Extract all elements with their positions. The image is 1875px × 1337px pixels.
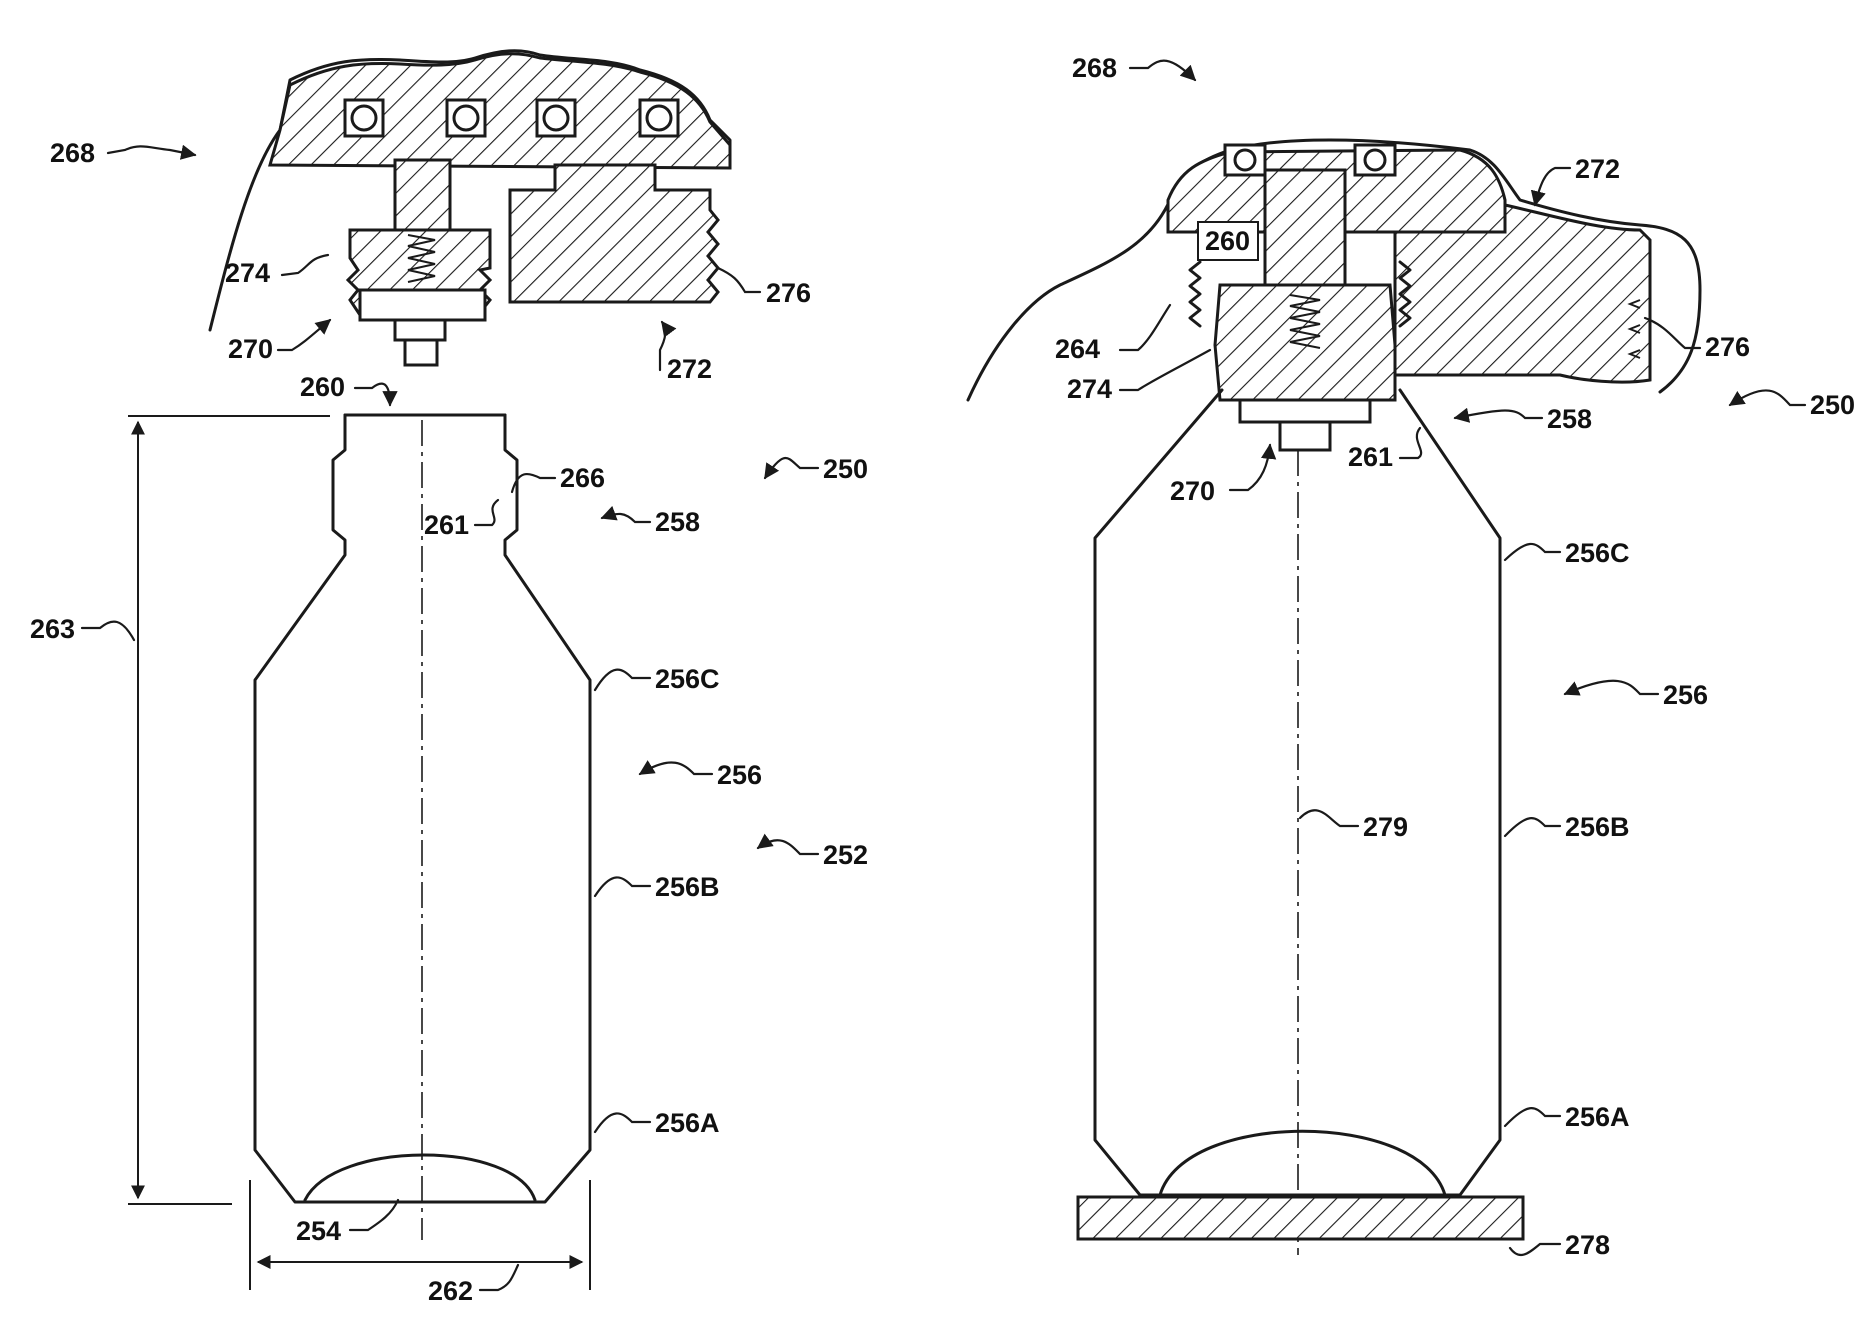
right-label-278: 278: [1565, 1230, 1610, 1260]
right-leader-272: [1535, 168, 1570, 205]
right-label-256C: 256C: [1565, 538, 1630, 568]
right-label-264: 264: [1055, 334, 1100, 364]
right-leader-264: [1120, 305, 1170, 350]
left-label-252: 252: [823, 840, 868, 870]
right-leader-256A: [1505, 1108, 1560, 1126]
right-label-276: 276: [1705, 332, 1750, 362]
left-leader-268: [108, 146, 195, 155]
right-leader-270: [1230, 445, 1270, 490]
left-valve-stem: [395, 320, 445, 340]
left-leader-276: [718, 268, 760, 292]
left-leader-274: [282, 255, 328, 275]
left-cap: [510, 165, 718, 302]
left-leader-252: [758, 840, 818, 854]
left-label-256B: 256B: [655, 872, 720, 902]
right-label-274: 274: [1067, 374, 1112, 404]
left-label-276: 276: [766, 278, 811, 308]
left-label-263: 263: [30, 614, 75, 644]
right-label-260: 260: [1205, 226, 1250, 256]
right-leader-279: [1300, 810, 1358, 826]
left-leader-256A: [595, 1113, 650, 1132]
right-leader-256C: [1505, 544, 1560, 560]
left-label-262: 262: [428, 1276, 473, 1306]
left-valve-body: [360, 290, 485, 320]
right-label-258: 258: [1547, 404, 1592, 434]
right-label-256A: 256A: [1565, 1102, 1630, 1132]
right-leader-276: [1645, 318, 1700, 348]
left-label-268: 268: [50, 138, 95, 168]
right-leader-274: [1120, 350, 1210, 390]
right-view: 268 272 260 264 274 276 250 258 261 270 …: [968, 53, 1855, 1260]
left-label-258: 258: [655, 507, 700, 537]
left-leader-256C: [595, 670, 650, 690]
right-bottom-dome: [1160, 1131, 1445, 1195]
right-leader-278: [1510, 1244, 1560, 1255]
right-base-plate: [1078, 1197, 1523, 1239]
right-label-270: 270: [1170, 476, 1215, 506]
right-label-261: 261: [1348, 442, 1393, 472]
left-leader-263: [82, 622, 134, 640]
right-leader-268: [1130, 61, 1195, 80]
right-leader-256B: [1505, 818, 1560, 836]
left-leader-261: [475, 500, 498, 525]
left-label-272: 272: [667, 354, 712, 384]
left-label-261: 261: [424, 510, 469, 540]
right-valve-body: [1240, 400, 1370, 422]
left-leader-258: [602, 514, 650, 522]
left-leader-262: [480, 1265, 518, 1290]
left-label-250: 250: [823, 454, 868, 484]
left-label-274: 274: [225, 258, 270, 288]
right-cap: [1360, 205, 1650, 382]
right-label-272: 272: [1575, 154, 1620, 184]
left-label-266: 266: [560, 463, 605, 493]
left-leader-250: [765, 458, 818, 478]
left-leader-272: [660, 322, 665, 370]
right-label-268: 268: [1072, 53, 1117, 83]
left-leader-270: [278, 320, 330, 350]
left-label-256C: 256C: [655, 664, 720, 694]
left-label-270: 270: [228, 334, 273, 364]
right-label-256B: 256B: [1565, 812, 1630, 842]
left-leader-260: [355, 384, 390, 405]
left-bottom-dome: [305, 1155, 535, 1200]
left-view: 268 274 270 276 272 260 250 266 261 258 …: [30, 51, 868, 1306]
right-valve-tip: [1280, 422, 1330, 450]
left-label-256A: 256A: [655, 1108, 720, 1138]
right-label-256: 256: [1663, 680, 1708, 710]
right-label-279: 279: [1363, 812, 1408, 842]
left-label-256: 256: [717, 760, 762, 790]
left-label-254: 254: [296, 1216, 341, 1246]
left-label-260: 260: [300, 372, 345, 402]
left-leader-256: [640, 762, 712, 774]
right-leader-256: [1565, 681, 1658, 694]
left-leader-254: [350, 1200, 398, 1230]
left-valve-tip: [405, 340, 437, 365]
left-leader-256B: [595, 877, 650, 896]
right-leader-250: [1730, 390, 1805, 405]
right-label-250: 250: [1810, 390, 1855, 420]
right-leader-261: [1400, 428, 1421, 458]
right-leader-258: [1455, 411, 1542, 419]
